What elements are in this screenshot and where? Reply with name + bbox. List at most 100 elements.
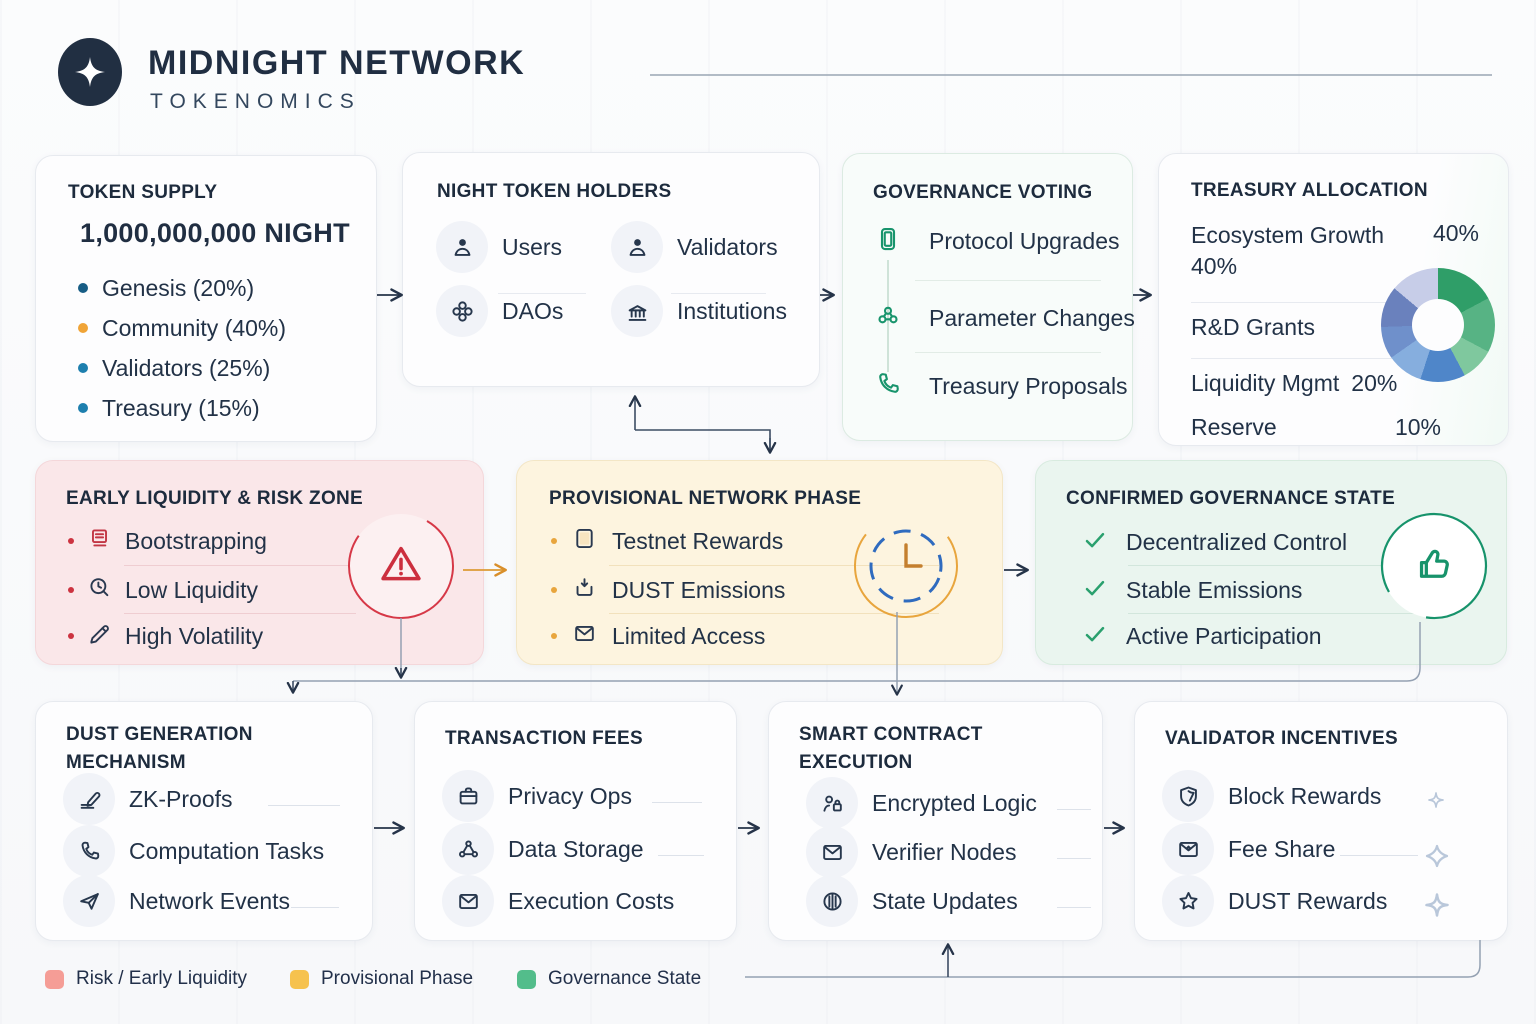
divider — [915, 352, 1101, 353]
phone-icon — [63, 825, 115, 877]
smart-contract-title-1: SMART CONTRACT — [799, 724, 983, 745]
community-dot — [78, 323, 88, 333]
clock-badge — [852, 512, 960, 620]
governance-state-title: CONFIRMED GOVERNANCE STATE — [1066, 488, 1396, 509]
val-item-block: Block Rewards — [1162, 770, 1381, 822]
risk-zone-title: EARLY LIQUIDITY & RISK ZONE — [66, 488, 364, 509]
legend-swatch-governance — [517, 969, 536, 989]
treasury-row-reserve: Reserve 10% — [1191, 414, 1441, 440]
stub-line — [658, 855, 704, 856]
gov-item-protocol: Protocol Upgrades — [873, 221, 1120, 261]
fees-item-storage: Data Storage — [442, 823, 644, 875]
stub-line — [268, 805, 340, 806]
page-title: MIDNIGHT NETWORK — [148, 44, 526, 82]
prov-item-dust: DUST Emissions — [551, 570, 785, 610]
fees-item-privacy: Privacy Ops — [442, 770, 632, 822]
divider — [609, 613, 939, 614]
thumb-ring — [1380, 512, 1488, 620]
square-icon — [571, 525, 598, 557]
treasury-value-reserve: 10% — [1394, 414, 1441, 440]
conf-item-active: Active Participation — [1082, 616, 1322, 656]
connector-feedback — [745, 940, 1481, 978]
divider — [609, 565, 939, 566]
provisional-phase-title: PROVISIONAL NETWORK PHASE — [549, 488, 862, 509]
gov-item-treasury-proposals: Treasury Proposals — [873, 366, 1128, 406]
bullet-dot — [68, 538, 74, 544]
smart-item-state: State Updates — [806, 875, 1018, 927]
shield-icon — [1162, 770, 1214, 822]
bullet-dot — [551, 633, 557, 639]
envelope-icon — [571, 620, 598, 652]
divider — [1128, 613, 1448, 614]
legend-governance: Governance State — [517, 968, 701, 990]
nodes-icon — [442, 823, 494, 875]
risk-item-low-liquidity: Low Liquidity — [68, 570, 258, 610]
dust-generation-card: DUST GENERATION MECHANISM ZK-Proofs Comp… — [35, 701, 373, 941]
person-lock-icon — [806, 777, 858, 829]
check-icon — [1082, 527, 1108, 558]
stub-line — [652, 802, 702, 803]
governance-state-card: CONFIRMED GOVERNANCE STATE Decentralized… — [1035, 460, 1507, 665]
smart-item-encrypted: Encrypted Logic — [806, 777, 1037, 829]
split-circle-icon — [806, 875, 858, 927]
bullet-dot — [68, 633, 74, 639]
treasury-allocation-card: TREASURY ALLOCATION Ecosystem Growth 40%… — [1158, 153, 1509, 446]
divider — [1128, 565, 1448, 566]
risk-item-high-volatility: High Volatility — [68, 616, 263, 656]
daos-icon — [436, 285, 488, 337]
dust-generation-title-1: DUST GENERATION — [66, 724, 253, 745]
check-icon — [1082, 575, 1108, 606]
divider — [1191, 302, 1449, 303]
token-holders-card: NIGHT TOKEN HOLDERS Users Validators DAO… — [402, 152, 820, 387]
provisional-phase-card: PROVISIONAL NETWORK PHASE Testnet Reward… — [516, 460, 1003, 665]
tablet-icon — [873, 224, 903, 259]
divider — [124, 613, 356, 614]
dust-item-computation: Computation Tasks — [63, 825, 324, 877]
supply-item-validators: Validators (25%) — [78, 348, 270, 388]
sparkle-icon — [1419, 890, 1455, 931]
genesis-dot — [78, 283, 88, 293]
divider — [498, 293, 586, 294]
treasury-value-liquidity: 20% — [1351, 370, 1398, 396]
star-icon — [75, 57, 105, 87]
clock-ring — [854, 514, 958, 618]
risk-zone-card: EARLY LIQUIDITY & RISK ZONE Bootstrappin… — [35, 460, 484, 665]
total-supply-value: 1,000,000,000 NIGHT — [80, 218, 350, 248]
legend-provisional: Provisional Phase — [290, 968, 473, 990]
treasury-row-ecosystem: Ecosystem Growth 40% — [1191, 222, 1384, 279]
star-icon — [1162, 875, 1214, 927]
token-holders-title: NIGHT TOKEN HOLDERS — [437, 181, 672, 202]
treasury-allocation-title: TREASURY ALLOCATION — [1191, 180, 1428, 201]
holder-validators: Validators — [611, 221, 778, 273]
midnight-logo — [58, 38, 122, 106]
stub-line — [1057, 809, 1091, 810]
holder-users: Users — [436, 221, 562, 273]
bullet-dot — [551, 587, 557, 593]
briefcase-icon — [442, 770, 494, 822]
transaction-fees-card: TRANSACTION FEES Privacy Ops Data Storag… — [414, 701, 737, 941]
divider — [671, 293, 766, 294]
user-icon — [436, 221, 488, 273]
dust-item-events: Network Events — [63, 875, 290, 927]
warning-badge — [348, 513, 454, 619]
token-supply-title: TOKEN SUPPLY — [68, 182, 218, 203]
prov-item-testnet: Testnet Rewards — [551, 521, 783, 561]
governance-voting-title: GOVERNANCE VOTING — [873, 182, 1093, 203]
val-item-fee: Fee Share — [1162, 823, 1335, 875]
connector-accent-line — [887, 260, 889, 372]
divider — [124, 565, 356, 566]
transaction-fees-title: TRANSACTION FEES — [445, 728, 643, 749]
signature-icon — [63, 773, 115, 825]
holder-institutions: Institutions — [611, 285, 787, 337]
dust-item-zk: ZK-Proofs — [63, 773, 233, 825]
page-subtitle: TOKENOMICS — [150, 90, 361, 113]
stub-line — [291, 907, 339, 908]
sparkle-icon — [1424, 790, 1448, 819]
treasury-donut-chart — [1381, 268, 1495, 382]
val-item-dust: DUST Rewards — [1162, 875, 1387, 927]
holder-daos: DAOs — [436, 285, 563, 337]
treasury-row-rd: R&D Grants — [1191, 314, 1315, 340]
fees-item-execution: Execution Costs — [442, 875, 674, 927]
stub-line — [1057, 907, 1091, 908]
